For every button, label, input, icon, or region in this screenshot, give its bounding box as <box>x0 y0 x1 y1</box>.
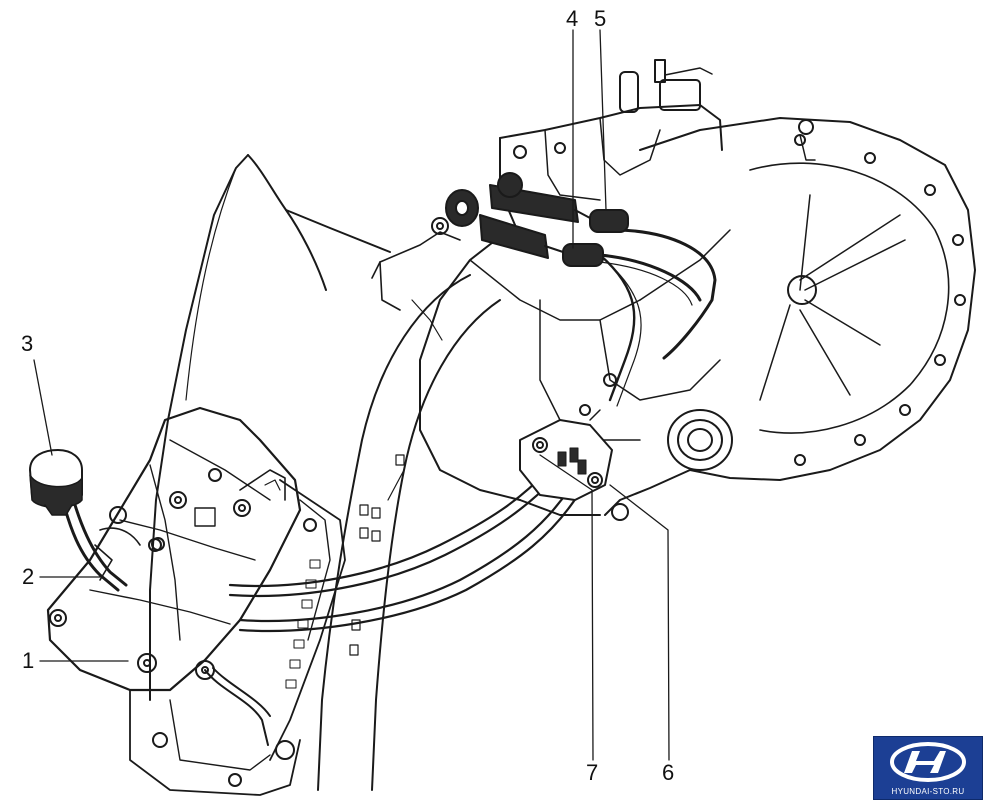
callout-4: 4 <box>566 6 579 31</box>
cable-ends <box>445 172 717 407</box>
gearshift-knob <box>29 449 83 516</box>
transaxle-housing <box>371 59 976 521</box>
cable-bracket-plate <box>519 409 613 501</box>
hyundai-sto-watermark: HYUNDAI-STO.RU <box>873 736 983 800</box>
hyundai-logo-icon <box>890 742 966 782</box>
floor-tunnel-panel <box>149 154 501 791</box>
callout-5: 5 <box>594 6 607 31</box>
callout-3: 3 <box>21 331 34 356</box>
shift-cables <box>204 468 580 746</box>
watermark-text: HYUNDAI-STO.RU <box>891 787 965 796</box>
callout-2: 2 <box>22 564 35 589</box>
callout-7: 7 <box>586 760 599 785</box>
callout-6: 6 <box>662 760 675 785</box>
callout-1: 1 <box>22 648 35 673</box>
shift-lever-bracket <box>46 406 346 796</box>
callout-leaders <box>33 29 670 761</box>
